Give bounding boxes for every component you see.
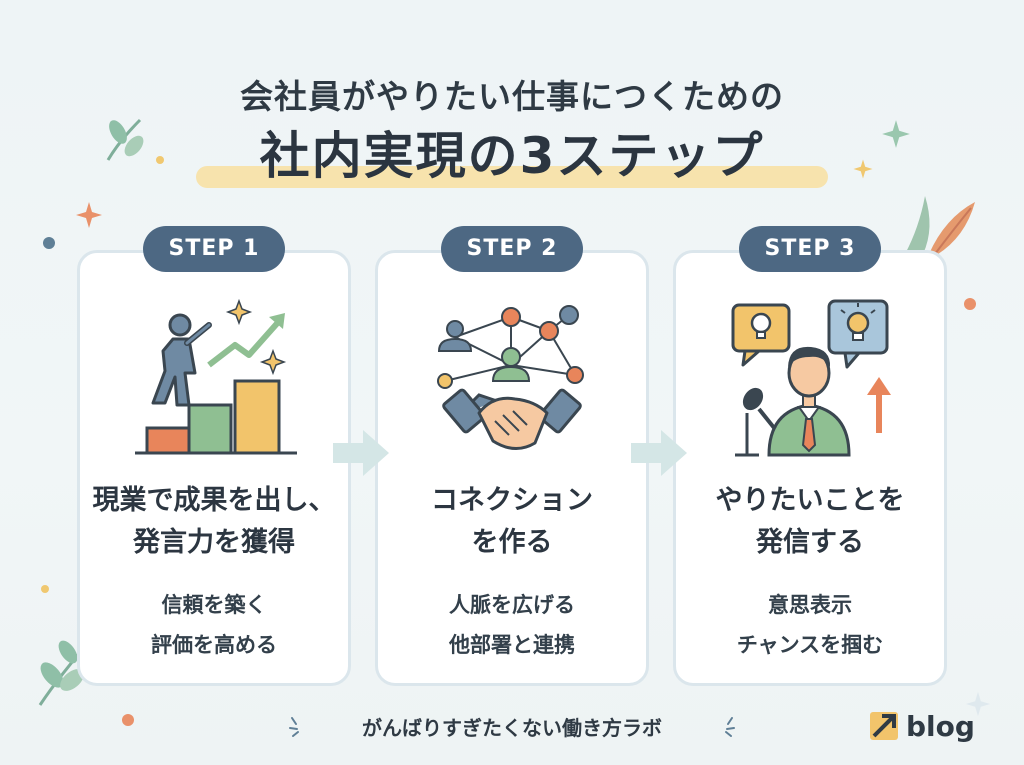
blog-logo: blog xyxy=(868,706,975,746)
step-2-heading-line-1: コネクション xyxy=(431,485,593,516)
speaker-idea-icon xyxy=(731,299,891,457)
step-2-badge: STEP 2 xyxy=(441,226,583,272)
dot-decoration-bottom-left-small xyxy=(41,585,49,593)
title-line-1: 会社員がやりたい仕事につくための xyxy=(240,77,784,116)
blog-arrow-icon xyxy=(870,712,898,740)
leaf-decoration-top-left xyxy=(106,118,144,161)
dot-decoration-left xyxy=(43,237,55,249)
step-2-point-1: 人脈を広げる xyxy=(449,593,575,617)
sparkle-decoration-left xyxy=(76,202,102,228)
title-highlight xyxy=(196,166,828,188)
footer-tagline: がんばりすぎたくない働き方ラボ xyxy=(362,716,662,740)
sparkle-decoration-top-right xyxy=(882,120,910,148)
step-1-point-2: 評価を高める xyxy=(151,633,277,657)
title-line-2: 社内実現の3ステップ xyxy=(259,127,765,185)
network-handshake-icon xyxy=(437,305,584,450)
step-2-points: 人脈を広げる 他部署と連携 xyxy=(375,585,649,665)
step-1-badge: STEP 1 xyxy=(143,226,285,272)
climbing-growth-icon xyxy=(135,298,297,455)
sparkle-lines-left-icon xyxy=(289,717,299,737)
step-3-badge: STEP 3 xyxy=(739,226,881,272)
step-1-point-1: 信頼を築く xyxy=(161,593,267,617)
step-3-card xyxy=(673,250,947,686)
blog-text: blog xyxy=(906,709,975,743)
step-3-point-2: チャンスを掴む xyxy=(736,633,884,657)
step-3-heading-line-2: 発信する xyxy=(756,527,864,558)
sparkle-decoration-right xyxy=(853,159,873,179)
dot-decoration-right xyxy=(964,298,976,310)
sparkle-decoration-bottom-right xyxy=(965,691,991,717)
step-3-heading: やりたいことを 発信する xyxy=(673,480,947,564)
step-1-heading-line-2: 発言力を獲得 xyxy=(133,527,295,558)
dot-decoration-bottom-left xyxy=(122,714,134,726)
dot-decoration-left-small xyxy=(156,156,164,164)
step-3-heading-line-1: やりたいことを xyxy=(715,485,905,516)
step-1-card xyxy=(77,250,351,686)
step-arrow-2-to-3 xyxy=(631,430,687,476)
step-2-heading: コネクション を作る xyxy=(375,480,649,564)
step-1-heading-line-1: 現業で成果を出し、 xyxy=(92,485,336,516)
step-2-point-2: 他部署と連携 xyxy=(449,633,575,657)
leaf-decoration-right xyxy=(905,196,975,256)
step-1-heading: 現業で成果を出し、 発言力を獲得 xyxy=(77,480,351,564)
step-arrow-1-to-2 xyxy=(333,430,389,476)
step-1-points: 信頼を築く 評価を高める xyxy=(77,585,351,665)
step-3-points: 意思表示 チャンスを掴む xyxy=(673,585,947,665)
sparkle-lines-right-icon xyxy=(725,717,735,737)
step-3-point-1: 意思表示 xyxy=(768,593,852,617)
step-2-heading-line-2: を作る xyxy=(471,527,553,558)
